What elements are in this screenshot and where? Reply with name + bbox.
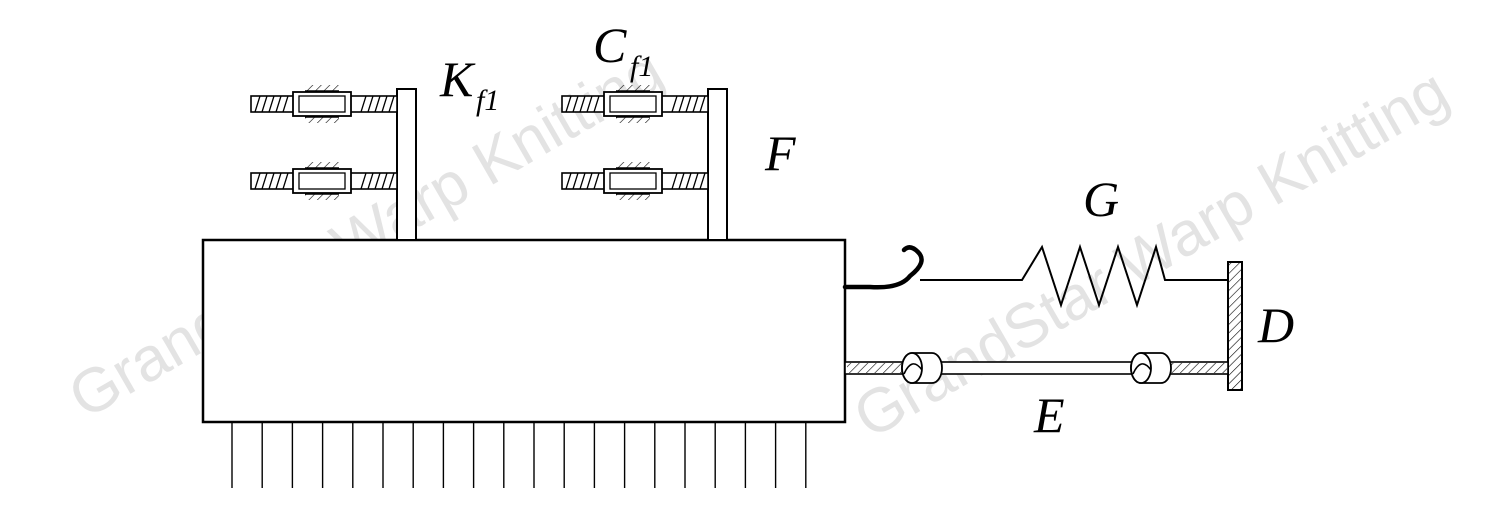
- label-c: C: [593, 17, 627, 73]
- roller-left: [901, 352, 943, 384]
- watermark-right: GrandStar Warp Knitting: [843, 56, 1460, 452]
- label-d: D: [1257, 297, 1294, 353]
- hook: [842, 245, 924, 290]
- wall-d: [1227, 261, 1243, 391]
- post-right-f: [707, 88, 728, 241]
- label-e: E: [1033, 387, 1065, 443]
- label-c-subscript: f1: [630, 50, 653, 83]
- main-beam: [201, 238, 847, 424]
- svg-text:GrandStar Warp Knitting: GrandStar Warp Knitting: [843, 56, 1460, 452]
- screw-cf1-bottom: [561, 161, 709, 201]
- spring-g: [920, 243, 1228, 309]
- label-k-subscript: f1: [476, 84, 499, 117]
- post-left: [396, 88, 417, 241]
- label-k: K: [439, 51, 476, 107]
- label-g: G: [1083, 171, 1119, 227]
- label-f: F: [764, 125, 796, 181]
- roller-right: [1130, 352, 1172, 384]
- needle-row: [231, 422, 807, 488]
- screw-kf1-top: [250, 84, 398, 124]
